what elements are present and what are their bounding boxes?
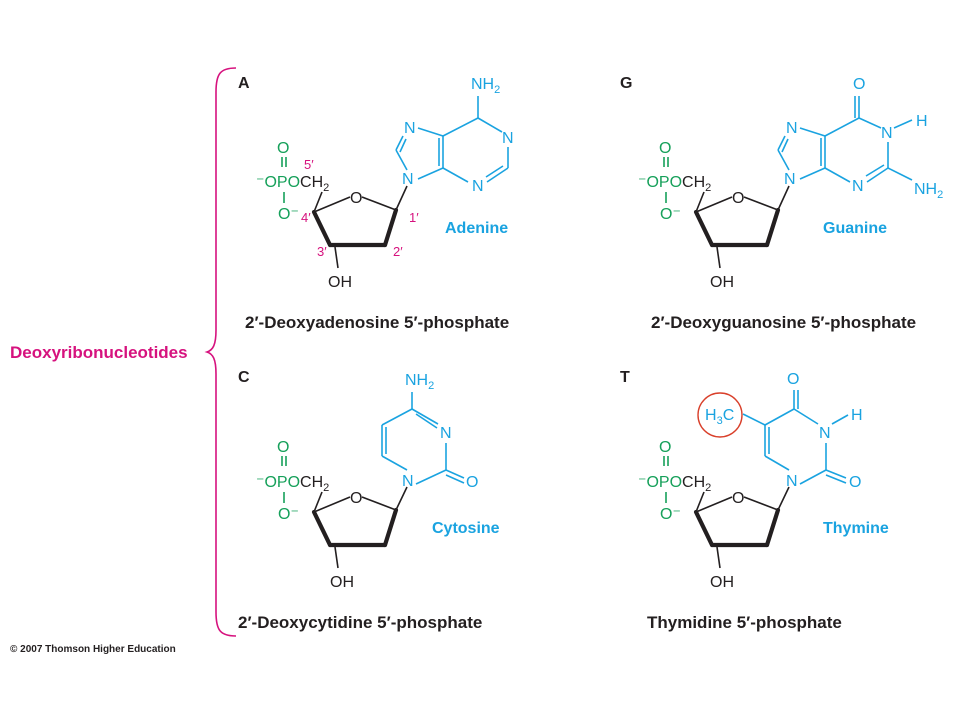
base-n9: N (402, 171, 414, 188)
base-name: Guanine (823, 220, 887, 237)
carbon-2-prime: 2′ (393, 244, 403, 259)
phosphate-oxo: O (659, 439, 671, 456)
hydroxyl: OH (710, 574, 734, 591)
base-name: Thymine (823, 520, 889, 537)
base-n1: N (502, 130, 514, 147)
phosphate-oxo: O (659, 140, 671, 157)
phosphate-minus: O⁻ (278, 206, 299, 223)
base-n1: N (881, 125, 893, 142)
phosphate-minus: O⁻ (660, 506, 681, 523)
base-n1: N (402, 473, 414, 490)
nucleotide-name: 2′-Deoxycytidine 5′-phosphate (238, 613, 482, 632)
base-n3: N (472, 178, 484, 195)
carbon-3-prime: 3′ (317, 244, 327, 259)
phosphate-minus: O⁻ (278, 506, 299, 523)
base-h3: H (851, 407, 863, 424)
nucleotide-name: Thymidine 5′-phosphate (647, 613, 842, 632)
phosphate-minus: O⁻ (660, 206, 681, 223)
base-o4: O (787, 371, 799, 388)
methyl-highlight-circle (697, 392, 743, 438)
carbon-4-prime: 4′ (301, 210, 311, 225)
panel-adenine: A O ⁻OPOCH2 O⁻ O OH 5′ 4′ 3′ 2′ 1′ N N N… (238, 75, 514, 332)
base-amino: NH2 (405, 372, 434, 392)
base-n9: N (784, 171, 796, 188)
base-n7: N (404, 120, 416, 137)
nucleotide-name: 2′-Deoxyguanosine 5′-phosphate (651, 313, 916, 332)
ring-oxygen: O (350, 190, 362, 207)
base-oxygen: O (853, 76, 865, 93)
ring-oxygen: O (732, 490, 744, 507)
group-bracket (204, 67, 237, 637)
base-h1: H (916, 113, 928, 130)
base-amino: NH2 (471, 76, 500, 96)
ring-oxygen: O (732, 190, 744, 207)
base-n1: N (786, 473, 798, 490)
panel-cytosine: C O ⁻OPOCH2 O⁻ O OH N N O NH2 Cytosine (238, 369, 500, 632)
panel-thymine: T O ⁻OPOCH2 O⁻ O OH N N O O H H3C (620, 369, 889, 632)
panel-letter: T (620, 369, 630, 386)
panel-letter: C (238, 369, 250, 386)
hydroxyl: OH (710, 274, 734, 291)
group-label: Deoxyribonucleotides (10, 343, 188, 362)
base-n3: N (852, 178, 864, 195)
base-name: Cytosine (432, 520, 500, 537)
carbon-5-prime: 5′ (304, 157, 314, 172)
base-o2: O (849, 474, 861, 491)
hydroxyl: OH (330, 574, 354, 591)
phosphate-ester: ⁻OPOCH2 (638, 474, 711, 494)
panel-guanine: G O ⁻OPOCH2 O⁻ O OH N N N N O H NH2 (620, 75, 943, 332)
phosphate-ester: ⁻OPOCH2 (638, 174, 711, 194)
ring-oxygen: O (350, 490, 362, 507)
base-oxygen: O (466, 474, 478, 491)
phosphate-oxo: O (277, 439, 289, 456)
base-n3: N (819, 425, 831, 442)
base-n7: N (786, 120, 798, 137)
panel-letter: A (238, 75, 250, 92)
copyright-notice: © 2007 Thomson Higher Education (10, 644, 176, 655)
phosphate-ester: ⁻OPOCH2 (256, 174, 329, 194)
phosphate-ester: ⁻OPOCH2 (256, 474, 329, 494)
base-n3: N (440, 425, 452, 442)
methyl-group: H3C (705, 407, 734, 427)
base-amino: NH2 (914, 181, 943, 201)
panel-letter: G (620, 75, 632, 92)
base-name: Adenine (445, 220, 508, 237)
carbon-1-prime: 1′ (409, 210, 419, 225)
nucleotide-name: 2′-Deoxyadenosine 5′-phosphate (245, 313, 509, 332)
phosphate-oxo: O (277, 140, 289, 157)
hydroxyl: OH (328, 274, 352, 291)
